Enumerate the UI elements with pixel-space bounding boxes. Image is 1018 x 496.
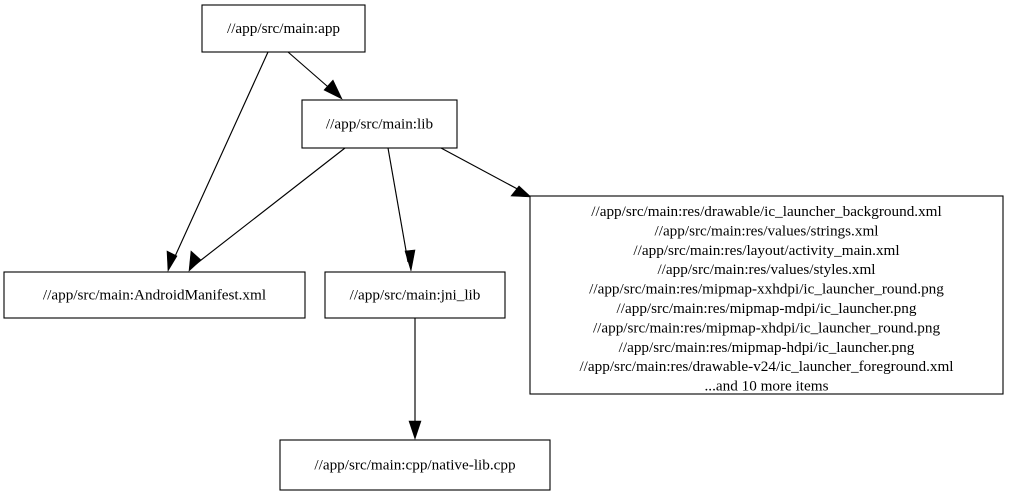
node-box[interactable] bbox=[201, 4, 366, 53]
graph-edge-lib-to-manifest bbox=[188, 147, 346, 272]
node-box[interactable] bbox=[301, 99, 458, 149]
node-label-line: //app/src/main:res/mipmap-xxhdpi/ic_laun… bbox=[589, 281, 944, 298]
graph-node-manifest[interactable]: //app/src/main:AndroidManifest.xml bbox=[3, 271, 306, 319]
node-box[interactable] bbox=[3, 271, 306, 319]
edge-line bbox=[440, 147, 524, 193]
edge-line bbox=[387, 147, 409, 263]
node-label-line: //app/src/main:res/drawable/ic_launcher_… bbox=[591, 203, 941, 220]
node-label-line: //app/src/main:res/mipmap-xhdpi/ic_launc… bbox=[593, 319, 941, 336]
graph-node-native_lib[interactable]: //app/src/main:cpp/native-lib.cpp bbox=[279, 439, 551, 491]
node-label-line: //app/src/main:res/values/styles.xml bbox=[657, 261, 875, 278]
graph-node-jni_lib[interactable]: //app/src/main:jni_lib bbox=[324, 271, 506, 319]
arrowhead-icon bbox=[404, 249, 416, 272]
edge-line bbox=[195, 147, 346, 265]
node-label: //app/src/main:lib bbox=[326, 115, 434, 132]
arrowhead-icon bbox=[166, 250, 178, 273]
graph-edge-app-to-manifest bbox=[166, 51, 269, 273]
graph-edge-jni-lib-to-native-lib bbox=[408, 318, 422, 440]
node-label-line: //app/src/main:res/values/strings.xml bbox=[655, 222, 879, 239]
node-box[interactable] bbox=[324, 271, 506, 319]
edge-line bbox=[171, 51, 269, 264]
node-label-line: //app/src/main:res/layout/activity_main.… bbox=[633, 242, 899, 259]
node-label: //app/src/main:AndroidManifest.xml bbox=[43, 286, 266, 303]
arrowhead-icon bbox=[323, 79, 343, 100]
graph-node-app[interactable]: //app/src/main:app bbox=[201, 4, 366, 53]
node-label-line: ...and 10 more items bbox=[704, 378, 828, 395]
graph-node-res_files[interactable]: //app/src/main:res/drawable/ic_launcher_… bbox=[529, 195, 1004, 395]
node-label-line: //app/src/main:res/mipmap-hdpi/ic_launch… bbox=[619, 339, 915, 356]
node-label-line: //app/src/main:res/drawable-v24/ic_launc… bbox=[579, 358, 953, 375]
graph-edge-app-to-lib bbox=[287, 51, 343, 100]
node-label: //app/src/main:cpp/native-lib.cpp bbox=[314, 456, 515, 473]
graph-node-lib[interactable]: //app/src/main:lib bbox=[301, 99, 458, 149]
arrowhead-icon bbox=[188, 250, 202, 272]
node-label-line: //app/src/main:res/mipmap-mdpi/ic_launch… bbox=[617, 300, 917, 317]
node-label: //app/src/main:jni_lib bbox=[350, 286, 481, 303]
arrowhead-icon bbox=[408, 420, 422, 440]
arrowhead-icon bbox=[510, 185, 532, 198]
node-box[interactable] bbox=[279, 439, 551, 491]
graph-edge-lib-to-res bbox=[440, 147, 532, 198]
graph-edge-lib-to-jni-lib bbox=[387, 147, 416, 272]
node-box[interactable] bbox=[529, 195, 1004, 395]
node-label: //app/src/main:app bbox=[227, 20, 340, 37]
